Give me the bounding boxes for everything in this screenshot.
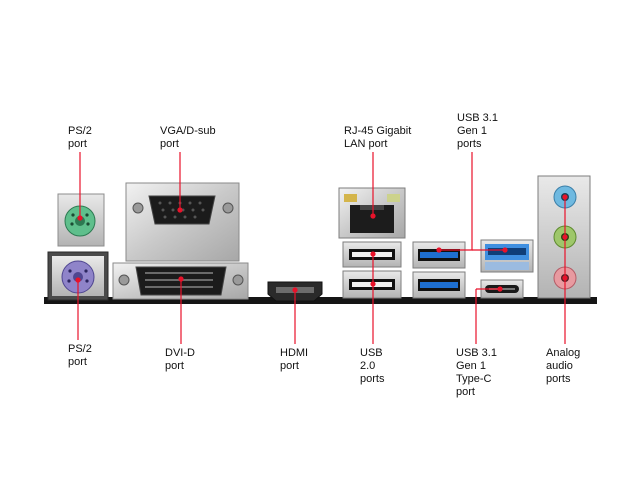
ps2-port-keyboard (47, 251, 109, 301)
vga-port (125, 182, 240, 262)
dvi-d-port (112, 262, 249, 300)
ps2-port-mouse (57, 193, 105, 247)
board-edge (44, 297, 597, 304)
usb-3-1-port-right (480, 239, 534, 273)
rj45-lan-port (338, 187, 406, 239)
callout-lines (75, 152, 568, 344)
usb-3-1-port-left-lower (412, 271, 466, 299)
usb-3-1-port-left-upper (412, 241, 466, 269)
callout-usb31-top (439, 152, 473, 251)
